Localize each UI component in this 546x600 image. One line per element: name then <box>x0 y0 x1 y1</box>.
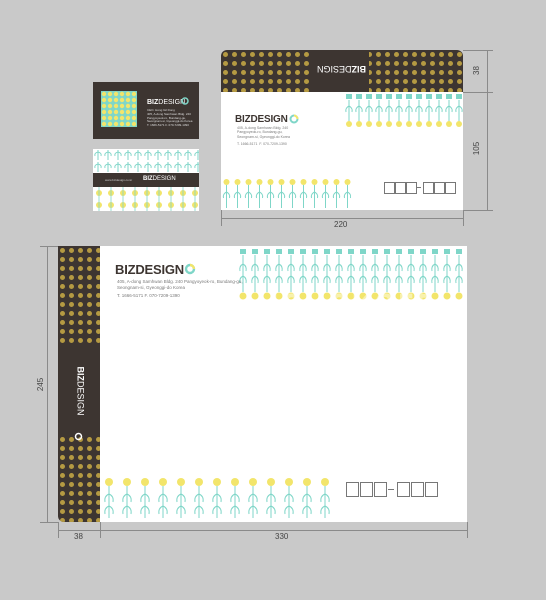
dim-large-height: 245 <box>36 377 46 392</box>
small-bottom-pattern <box>221 178 351 210</box>
zip-box <box>384 182 395 194</box>
small-top-pattern <box>344 92 463 128</box>
watermark: iclickart <box>268 280 429 324</box>
zip-box <box>434 182 445 194</box>
dim-large-flap: 38 <box>74 532 83 541</box>
zip-box <box>360 482 373 497</box>
zip-box <box>374 482 387 497</box>
card-front-pattern <box>101 91 137 127</box>
small-envelope-body: BIZDESIGN 405, A-dong Samhwan Bldg. 240 … <box>221 92 463 210</box>
small-envelope-contact: T. 1666-5171 F. 070-7209-1390 <box>237 142 287 146</box>
card-back-band: www.bizdesign.co.kr BIZDESIGN <box>93 173 199 187</box>
large-bottom-pattern <box>100 476 330 522</box>
dim-large-width: 330 <box>275 532 289 541</box>
logo-mark-icon <box>289 114 299 124</box>
large-envelope-body: BIZDESIGN 405, A-dong Samhwan Bldg. 240 … <box>100 246 467 522</box>
large-top-pattern <box>237 246 467 302</box>
small-flap-logo: BIZDESIGN <box>317 64 367 74</box>
dim-small-body: 105 <box>472 141 482 156</box>
logo-mark-icon <box>181 97 189 105</box>
card-back-pattern-top <box>93 149 199 173</box>
small-flap-pattern <box>221 50 463 92</box>
zip-box <box>445 182 456 194</box>
large-envelope-flap: BIZDESIGN <box>58 246 100 522</box>
small-envelope-flap: BIZDESIGN <box>221 50 463 92</box>
large-envelope-address: 405, A-dong Samhwan Bldg. 240 Pangyoyeok… <box>117 279 243 299</box>
zip-box <box>395 182 406 194</box>
small-envelope-address: 405, A-dong Samhwan Bldg. 240 Pangyoyeok… <box>237 126 290 139</box>
large-flap-pattern <box>58 246 100 522</box>
dim-small-width: 220 <box>334 220 348 229</box>
zip-box <box>346 482 359 497</box>
large-envelope-logo: BIZDESIGN <box>115 262 184 277</box>
logo-mark-icon <box>184 263 196 275</box>
card-back-logo: BIZDESIGN <box>143 176 176 182</box>
card-back-website: www.bizdesign.co.kr <box>105 178 133 182</box>
zip-box <box>397 482 410 497</box>
card-back-pattern-bottom <box>93 187 199 211</box>
card-front-logo: BIZDESIGN <box>147 99 186 106</box>
zip-box <box>406 182 417 194</box>
card-front-info: CEO. Hong Gil Dong 405, A-dong Samhwan B… <box>147 108 193 127</box>
logo-mark-icon <box>74 432 83 441</box>
zip-box <box>411 482 424 497</box>
zip-box <box>423 182 434 194</box>
small-envelope-logo: BIZDESIGN <box>235 114 288 125</box>
business-card-front: BIZDESIGN CEO. Hong Gil Dong 405, A-dong… <box>93 82 199 139</box>
zip-box <box>425 482 438 497</box>
business-card-back: www.bizdesign.co.kr BIZDESIGN <box>93 149 199 211</box>
large-flap-logo: BIZDESIGN <box>75 366 86 416</box>
dim-small-flap: 38 <box>471 66 481 75</box>
